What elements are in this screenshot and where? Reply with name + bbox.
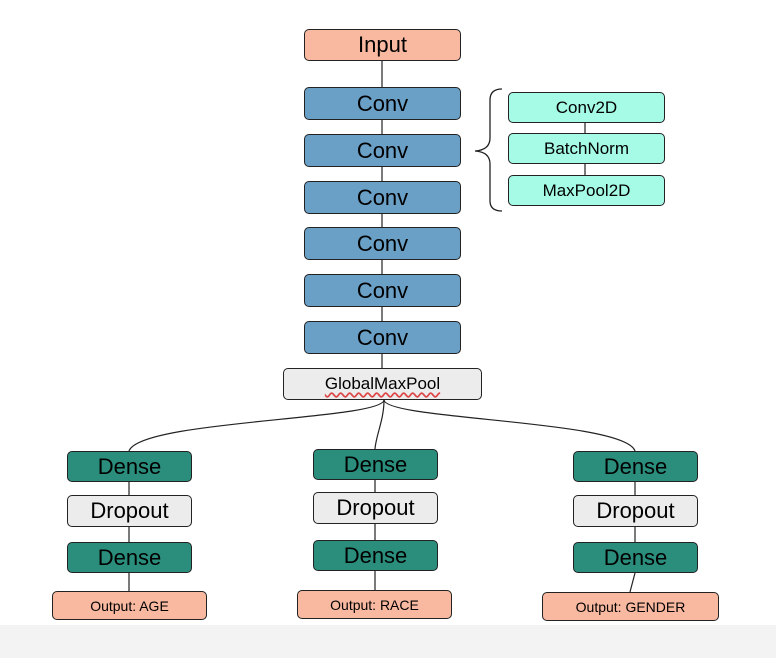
bottom-band	[0, 625, 776, 658]
gender-dense-2: Dense	[573, 542, 698, 573]
age-dropout: Dropout	[67, 495, 192, 527]
output-age-node: Output: AGE	[52, 591, 207, 620]
race-dropout: Dropout	[313, 492, 438, 524]
maxpool2d-node: MaxPool2D	[508, 175, 665, 206]
global-max-pool-node: GlobalMaxPool	[283, 368, 482, 400]
connector-pool-head-age	[128, 399, 385, 452]
gender-dense-1: Dense	[573, 451, 698, 482]
global-max-pool-label: GlobalMaxPool	[324, 374, 441, 393]
input-node: Input	[304, 29, 461, 61]
output-gender-node: Output: GENDER	[542, 592, 719, 621]
race-dense-2: Dense	[313, 540, 438, 571]
conv-node-3: Conv	[304, 181, 461, 214]
race-dense-1: Dense	[313, 449, 438, 480]
conv2d-node: Conv2D	[508, 92, 665, 123]
curly-brace	[474, 88, 503, 212]
gender-dropout: Dropout	[573, 495, 698, 527]
conv-node-2: Conv	[304, 134, 461, 167]
connector-pool-head-gender	[383, 399, 636, 452]
conv-node-4: Conv	[304, 227, 461, 260]
conv-node-6: Conv	[304, 321, 461, 354]
connector-gender-dense-output	[629, 572, 636, 593]
age-dense-2: Dense	[67, 542, 192, 573]
connector-pool-head-race	[374, 399, 385, 450]
age-dense-1: Dense	[67, 451, 192, 482]
output-race-node: Output: RACE	[297, 590, 452, 619]
conv-node-5: Conv	[304, 274, 461, 307]
conv-node-1: Conv	[304, 87, 461, 120]
batchnorm-node: BatchNorm	[508, 133, 665, 164]
